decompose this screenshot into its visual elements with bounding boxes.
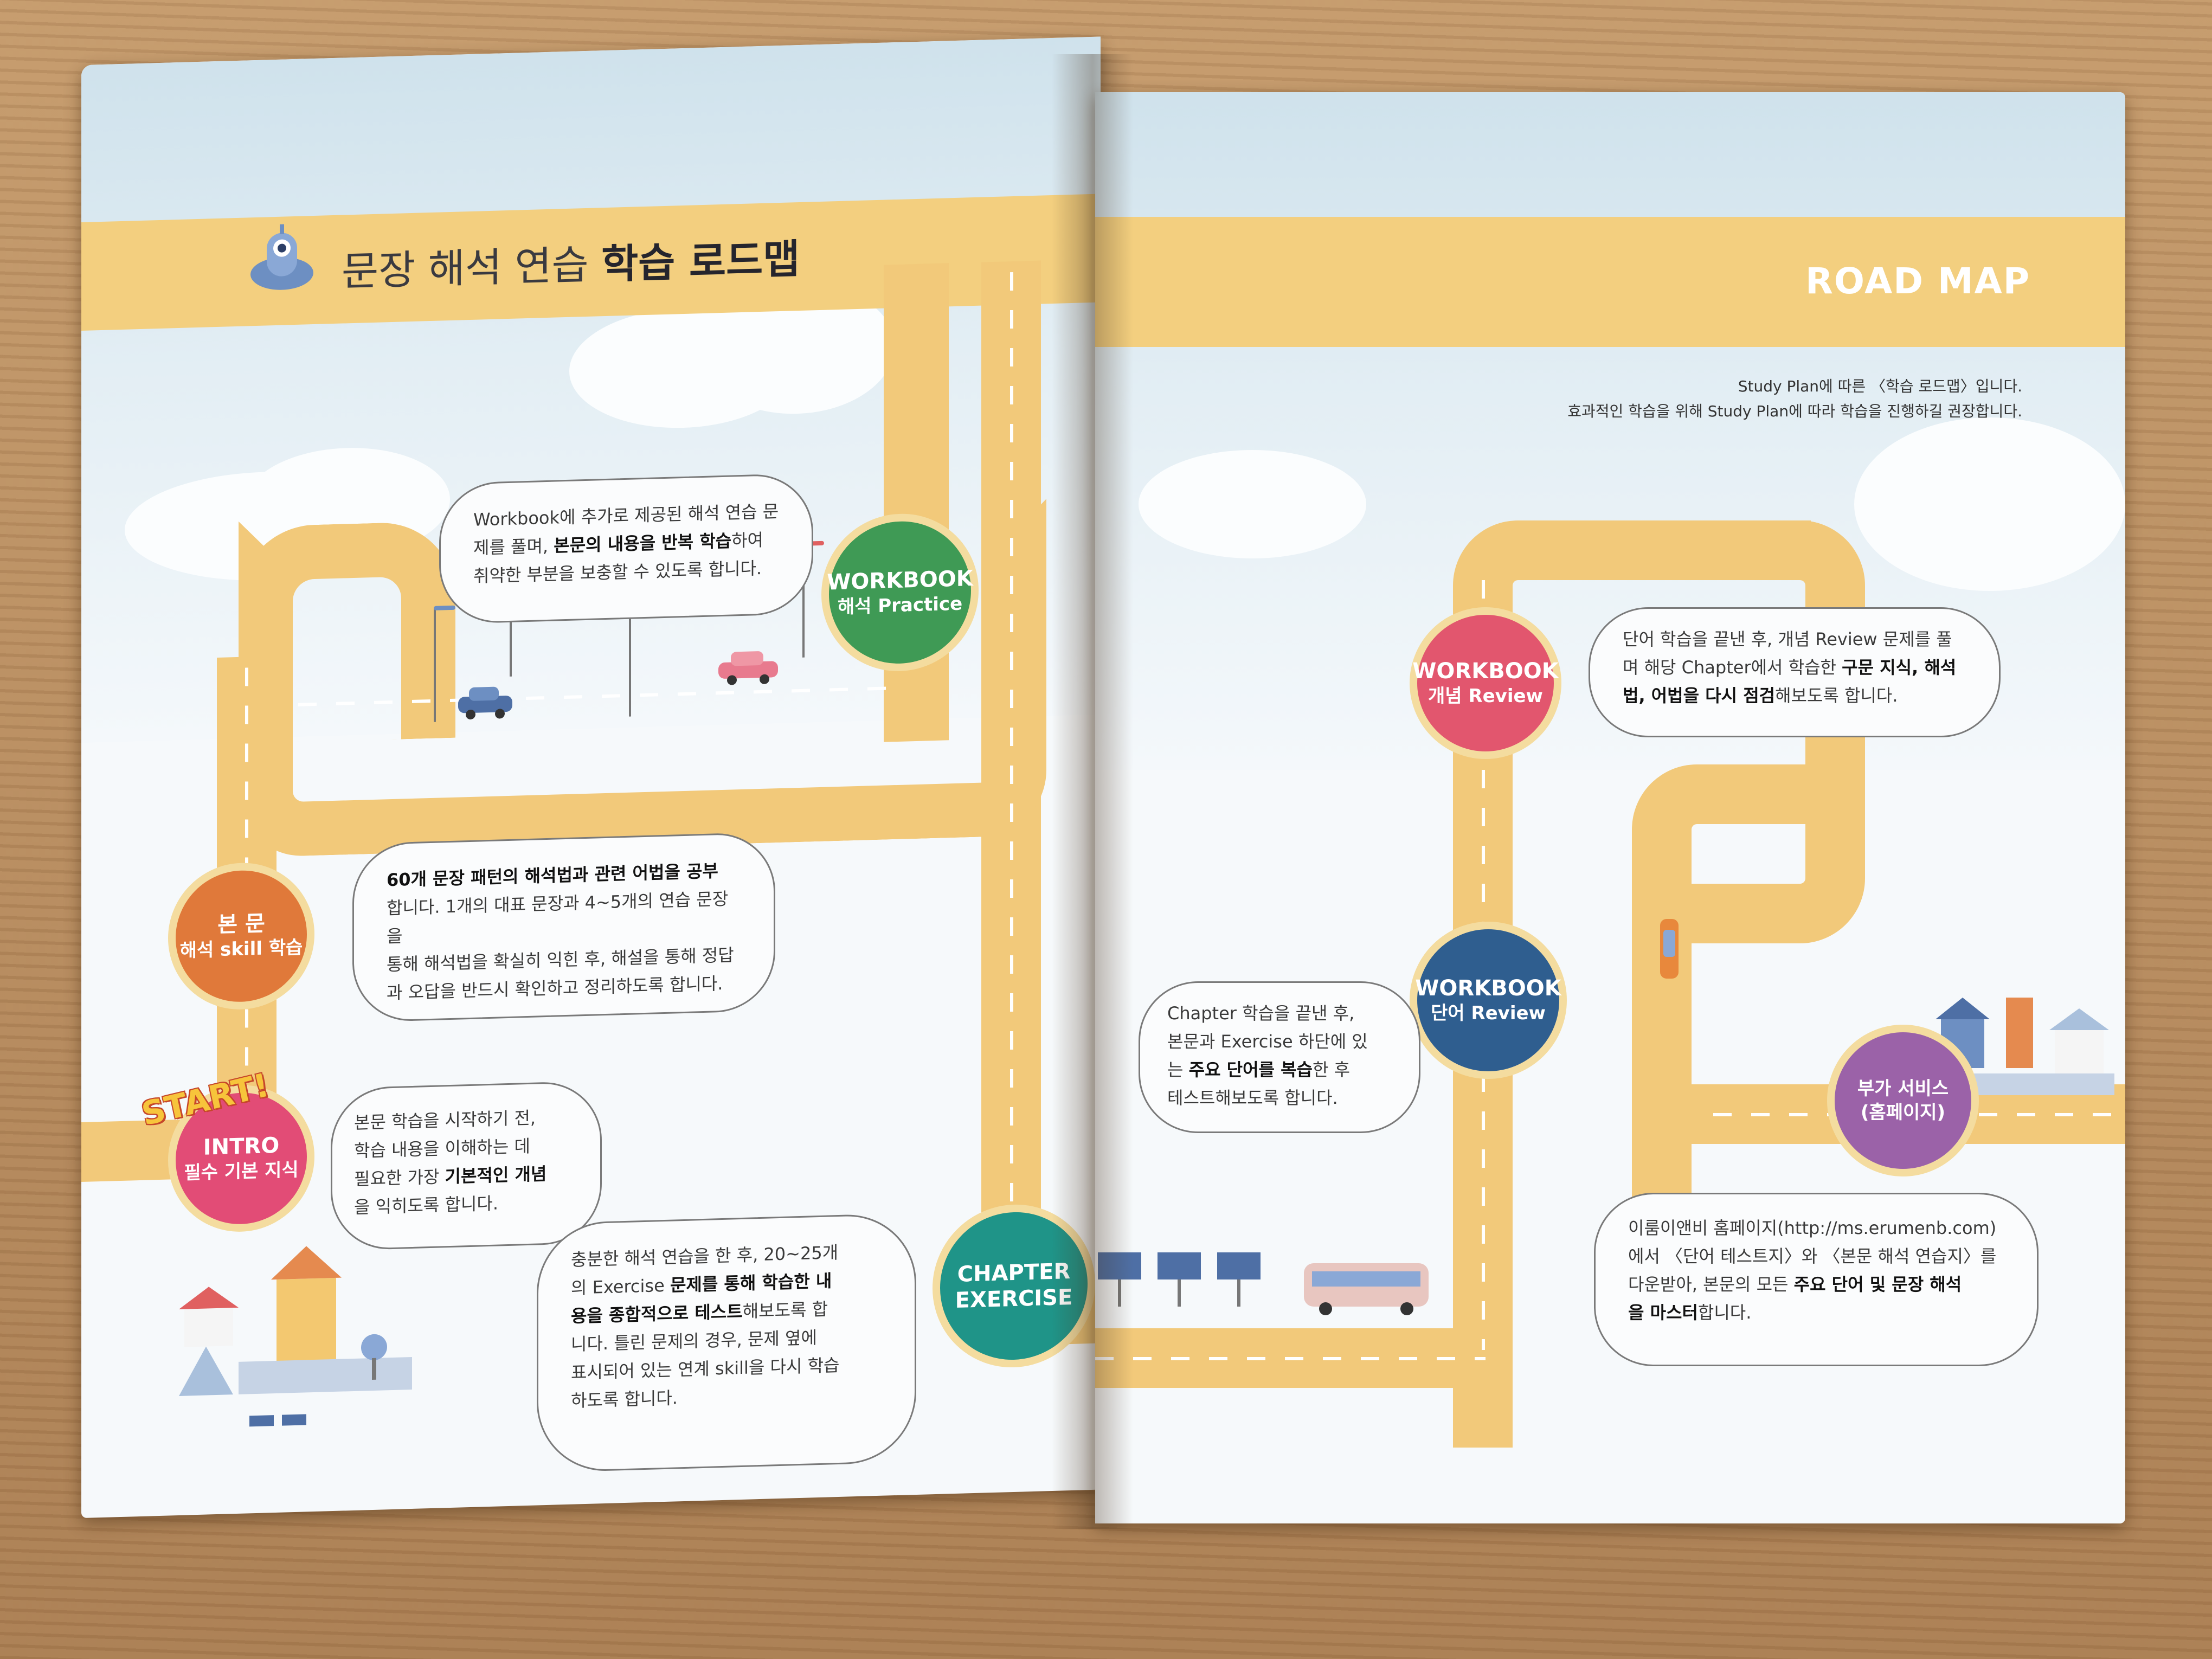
node-title: 부가 서비스	[1857, 1078, 1949, 1099]
road	[1632, 764, 1854, 1263]
workbook-concept-bubble: 단어 학습을 끝낸 후, 개념 Review 문제를 풀 며 해당 Chapte…	[1589, 607, 2001, 737]
node-subtitle: 해석 Practice	[837, 593, 963, 619]
workbook-practice-bubble: Workbook에 추가로 제공된 해석 연습 문 제를 풀며, 본문의 내용을…	[439, 473, 813, 625]
bubble-text: 며 해당 Chapter에서 학습한 구문 지식, 해석	[1623, 657, 1957, 678]
solar-panel-icon	[1098, 1252, 1261, 1307]
extra-service-node[interactable]: 부가 서비스 (홈페이지)	[1827, 1025, 1979, 1176]
bubble-text: 단어 학습을 끝낸 후, 개념 Review 문제를 풀	[1623, 629, 1952, 650]
node-subtitle: 단어 Review	[1431, 1002, 1546, 1024]
bubble-text: 본문과 Exercise 하단에 있	[1167, 1031, 1368, 1052]
street-lamp-icon	[434, 605, 455, 722]
mascot-icon	[250, 224, 313, 290]
bubble-text: 법, 어법을 다시 점검해보도록 합니다.	[1623, 685, 1898, 706]
node-subtitle: 필수 기본 지식	[184, 1159, 299, 1184]
right-page: ROAD MAP Study Plan에 따른 〈학습 로드맵〉입니다. 효과적…	[1095, 92, 2125, 1523]
cloud	[1854, 417, 2125, 591]
intro-line: Study Plan에 따른 〈학습 로드맵〉입니다.	[1738, 377, 2022, 395]
bubble-text: 테스트해보도록 합니다.	[1167, 1088, 1338, 1108]
node-subtitle: 개념 Review	[1428, 685, 1543, 707]
blue-car-icon	[458, 686, 512, 719]
book-spine-shadow	[1052, 54, 1133, 1529]
bus-icon	[1304, 1263, 1429, 1315]
bubble-text: Chapter 학습을 끝낸 후,	[1167, 1003, 1355, 1024]
workbook-vocab-bubble: Chapter 학습을 끝낸 후, 본문과 Exercise 하단에 있 는 주…	[1139, 981, 1420, 1133]
workbook-concept-node[interactable]: WORKBOOK 개념 Review	[1410, 607, 1561, 759]
node-title: WORKBOOK	[1412, 659, 1559, 684]
intro-bubble: 본문 학습을 시작하기 전, 학습 내용을 이해하는 데 필요한 가장 기본적인…	[331, 1081, 602, 1251]
left-page: 문장 해석 연습 학습 로드맵 WORKBOOK 해석 Practice 본 문…	[81, 36, 1101, 1519]
node-subtitle: (홈페이지)	[1860, 1102, 1946, 1123]
bubble-text: 합니다. 1개의 대표 문장과 4~5개의 연습 문장을	[387, 888, 729, 947]
bubble-text: 에서 〈단어 테스트지〉와 〈본문 해석 연습지〉를	[1628, 1246, 1997, 1266]
node-title: 본 문	[217, 911, 265, 937]
intro-text: Study Plan에 따른 〈학습 로드맵〉입니다. 효과적인 학습을 위해 …	[1567, 374, 2022, 424]
main-skill-node[interactable]: 본 문 해석 skill 학습	[168, 860, 314, 1012]
chapter-exercise-bubble: 충분한 해석 연습을 한 후, 20~25개 의 Exercise 문제를 통해…	[537, 1212, 916, 1473]
pink-car-icon	[718, 651, 778, 685]
bubble-text: 다운받아, 본문의 모든 주요 단어 및 문장 해석	[1628, 1274, 1962, 1295]
bubble-text: 이룸이앤비 홈페이지(http://ms.erumenb.com)	[1628, 1218, 1997, 1238]
node-title: WORKBOOK	[1415, 976, 1561, 1001]
intro-line: 효과적인 학습을 위해 Study Plan에 따라 학습을 진행하길 권장합니…	[1567, 402, 2022, 420]
road-marking	[1010, 272, 1013, 1281]
node-title: INTRO	[203, 1133, 280, 1160]
extra-service-bubble: 이룸이앤비 홈페이지(http://ms.erumenb.com) 에서 〈단어…	[1594, 1193, 2039, 1366]
header-band	[1095, 217, 2125, 347]
node-title: WORKBOOK	[827, 566, 973, 595]
cloud	[1139, 450, 1366, 558]
roadmap-header: ROAD MAP	[1805, 260, 2031, 302]
bubble-text: 을 마스터합니다.	[1628, 1302, 1752, 1323]
bubble-text: 는 주요 단어를 복습한 후	[1167, 1059, 1351, 1080]
node-subtitle: 해석 skill 학습	[179, 936, 303, 962]
orange-car-icon	[1660, 919, 1679, 979]
road-marking	[1095, 1357, 1486, 1360]
workbook-vocab-node[interactable]: WORKBOOK 단어 Review	[1410, 922, 1567, 1079]
bubble-text: 을 익히도록 합니다.	[354, 1193, 499, 1218]
main-skill-bubble: 60개 문장 패턴의 해석법과 관련 어법을 공부 합니다. 1개의 대표 문장…	[352, 832, 775, 1023]
